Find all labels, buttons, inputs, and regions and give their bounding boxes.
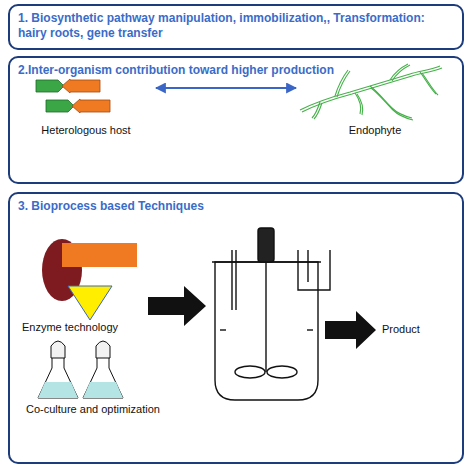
- endophyte-hyphae: [371, 88, 413, 120]
- endophyte-hyphae: [335, 70, 348, 96]
- heterologous-host: Heterologous host: [20, 67, 152, 137]
- bioreactor: [235, 366, 265, 378]
- bioreactor: [220, 329, 226, 330]
- flask: [38, 356, 78, 398]
- bioreactor: [307, 250, 308, 282]
- panel-heading: 1. Biosynthetic pathway manipulation, im…: [10, 6, 462, 46]
- section-panel: 1. Biosynthetic pathway manipulation, im…: [8, 4, 464, 50]
- bioreactor: [267, 366, 297, 378]
- caption: Endophyte: [300, 124, 450, 137]
- endophyte-hyphae: [314, 103, 322, 119]
- gene-construct: [36, 80, 64, 92]
- section-panel: 2.Inter-organism contribution toward hig…: [8, 56, 464, 184]
- flask: [96, 341, 110, 358]
- bioreactor: [307, 329, 313, 330]
- endophyte-hyphae: [337, 71, 350, 97]
- flask: [83, 382, 123, 398]
- flask: [38, 341, 123, 398]
- enzyme-shapes: [62, 243, 137, 267]
- endophyte: Endophyte: [300, 67, 450, 137]
- bioreactor: [212, 228, 330, 400]
- illustration: [36, 64, 442, 400]
- product-label: Product: [382, 323, 420, 336]
- gene-construct: [46, 100, 74, 112]
- enzyme-shapes: [42, 239, 137, 320]
- bioreactor: [215, 262, 318, 400]
- bioreactor: [258, 228, 274, 262]
- endophyte-hyphae: [370, 86, 412, 118]
- bioreactor: [265, 262, 266, 372]
- process-arrow: [148, 286, 206, 326]
- bioreactor: [298, 250, 330, 290]
- gene-construct: [62, 79, 100, 93]
- flask: [38, 382, 78, 398]
- bioreactor: [235, 250, 236, 310]
- flask: [51, 341, 65, 358]
- enzyme-label: Enzyme technology: [22, 321, 118, 334]
- caption: Heterologous host: [20, 124, 152, 137]
- panel-heading: 2.Inter-organism contribution toward hig…: [10, 58, 462, 83]
- process-arrow: [325, 311, 376, 349]
- endophyte-hyphae: [392, 65, 410, 81]
- connector-layer: [156, 88, 296, 89]
- endophyte-hyphae: [422, 73, 438, 95]
- panel-heading: 3. Bioprocess based Techniques: [10, 194, 462, 219]
- flask: [83, 356, 123, 398]
- endophyte-hyphae: [420, 72, 436, 94]
- gene-construct: [72, 99, 110, 113]
- endophyte-hyphae: [357, 94, 363, 115]
- enzyme-shapes: [68, 286, 112, 320]
- gene-construct: [36, 79, 110, 113]
- coculture-label: Co-culture and optimization: [26, 403, 160, 416]
- bioreactor: [231, 250, 232, 310]
- double-arrow: [156, 87, 296, 89]
